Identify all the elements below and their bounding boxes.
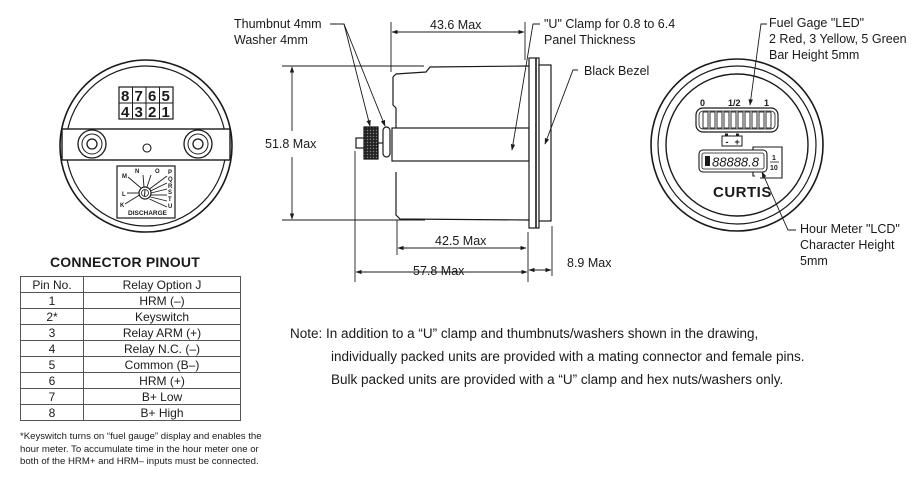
header-relay-option: Relay Option J [83,276,241,293]
pin-label: 2 [148,104,156,121]
table-row: 2*Keyswitch [20,308,241,325]
scale-zero: 0 [700,98,705,108]
fuel-gage-bar-height: Bar Height 5mm [769,48,859,62]
washer-label: Washer 4mm [234,33,308,47]
dim-top-length: 43.6 Max [430,18,482,32]
pin-number: 6 [20,372,84,389]
svg-text:R: R [168,184,173,190]
svg-text:L: L [122,192,126,198]
keyswitch-footnote: *Keyswitch turns on “fuel gauge” display… [20,431,262,468]
scale-full: 1 [764,98,769,108]
pin-function: Common (B–) [83,356,241,373]
pin-number: 4 [20,340,84,357]
fuel-gage-colors: 2 Red, 3 Yellow, 5 Green [769,32,907,46]
curtis-logo: CURTIS [713,184,772,201]
panel-thickness-label: Panel Thickness [544,33,636,47]
pin-number: 8 [20,404,84,421]
pin-function: B+ Low [83,388,241,405]
scale-half: 1/2 [728,98,741,108]
pin-number: 3 [20,324,84,341]
packaging-note: Note: In addition to a “U” clamp and thu… [290,322,805,391]
svg-text:T: T [168,197,172,203]
svg-text:N: N [135,169,139,175]
rear-pin-numbers: 8 7 6 5 4 3 2 1 [121,88,170,121]
battery-plus: + [735,137,740,147]
u-clamp-label: "U" Clamp for 0.8 to 6.4 [544,17,675,31]
pin-function: HRM (+) [83,372,241,389]
pin-label: 6 [148,88,156,105]
pin-label: 7 [135,88,143,105]
rear-view [59,59,233,233]
side-callout-text: Thumbnut 4mm Washer 4mm "U" Clamp for 0.… [234,17,675,78]
svg-text:Q: Q [168,177,173,183]
connector-pinout-title: CONNECTOR PINOUT [50,254,200,270]
discharge-label: DISCHARGE [128,210,168,217]
table-header-row: Pin No. Relay Option J [20,276,241,293]
svg-text:O: O [155,169,160,175]
hour-meter-char-height: Character Height [800,238,895,252]
side-view [355,57,552,229]
pin-label: 5 [162,88,170,105]
thumbnut-label: Thumbnut 4mm [234,17,322,31]
side-dimension-text: 43.6 Max 51.8 Max 42.5 Max 57.8 Max 8.9 … [265,18,612,278]
front-callout-text: Fuel Gage "LED" 2 Red, 3 Yellow, 5 Green… [769,16,907,268]
note-line-3: Bulk packed units are provided with a “U… [331,372,784,387]
svg-text:M: M [122,174,127,180]
battery-icon [721,133,743,147]
dim-height: 51.8 Max [265,137,317,151]
pin-number: 1 [20,292,84,309]
fuel-gage-label: Fuel Gage "LED" [769,16,864,30]
pin-label: 8 [121,88,129,105]
svg-text:P: P [168,170,172,176]
svg-text:K: K [120,203,125,209]
svg-text:S: S [168,190,172,196]
front-leader-lines [748,23,796,231]
pin-function: B+ High [83,404,241,421]
pin-number-block [118,86,174,120]
dim-overall-length: 57.8 Max [413,264,465,278]
pin-number: 7 [20,388,84,405]
led-segments [702,111,772,129]
fraction-denominator: 10 [770,165,778,172]
pin-function: Relay ARM (+) [83,324,241,341]
dim-body-length: 42.5 Max [435,234,487,248]
lcd-digits: 88888.8 [712,155,760,170]
pin-label: 1 [162,104,170,121]
pin-function: Keyswitch [83,308,241,325]
note-line-2: individually packed units are provided w… [331,349,805,364]
note-prefix: Note: [290,326,323,341]
pin-label: 4 [121,104,130,121]
header-pin-no: Pin No. [20,276,84,293]
front-view-text: 0 1/2 1 - + 88888.8 1 10 CURTIS [700,98,778,201]
side-dimension-lines [282,22,553,282]
dim-bezel-depth: 8.9 Max [567,256,612,270]
discharge-dial-letters: K L M N O P Q R S T U DISCHARGE [120,169,173,217]
hour-meter-size: 5mm [800,254,828,268]
pin-label: 3 [135,104,143,121]
fraction-numerator: 1 [772,155,776,162]
battery-minus: - [726,137,729,147]
front-view [650,58,824,232]
pin-function: HRM (–) [83,292,241,309]
black-bezel-label: Black Bezel [584,64,649,78]
side-leader-lines [330,23,578,151]
note-line-1: Note: In addition to a “U” clamp and thu… [290,322,805,345]
pin-function: Relay N.C. (–) [83,340,241,357]
svg-text:U: U [168,204,172,210]
hour-meter-label: Hour Meter "LCD" [800,222,900,236]
note-text: In addition to a “U” clamp and thumbnuts… [326,326,759,341]
pin-number: 5 [20,356,84,373]
pin-number: 2* [20,308,84,325]
